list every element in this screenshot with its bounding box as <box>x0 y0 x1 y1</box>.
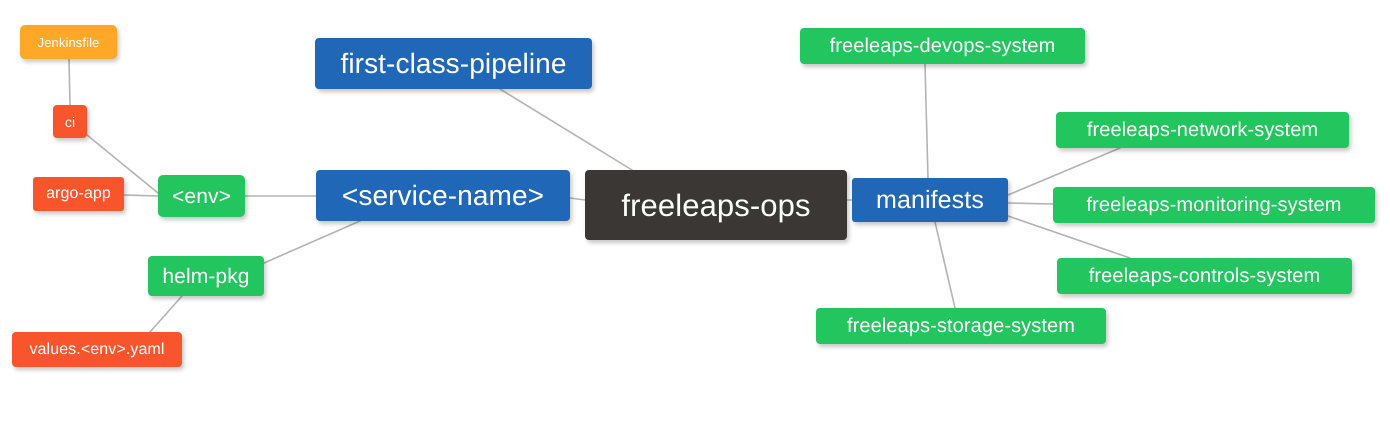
node-service-name[interactable]: <service-name> <box>316 170 570 221</box>
node-label: <env> <box>172 184 231 208</box>
node-label: freeleaps-controls-system <box>1088 265 1321 287</box>
node-label: manifests <box>876 185 984 214</box>
node-label: freeleaps-monitoring-system <box>1086 194 1342 216</box>
node-freeleaps-network-system[interactable]: freeleaps-network-system <box>1056 112 1349 148</box>
edge-jenkinsfile-to-ci <box>68 58 71 106</box>
node-values-yaml[interactable]: values.<env>.yaml <box>12 332 182 367</box>
node-label: ci <box>64 113 76 130</box>
node-freeleaps-ops[interactable]: freeleaps-ops <box>585 170 847 240</box>
node-label: first-class-pipeline <box>340 47 567 79</box>
node-freeleaps-devops-system[interactable]: freeleaps-devops-system <box>800 28 1085 64</box>
node-label: freeleaps-devops-system <box>829 35 1056 57</box>
node-ci[interactable]: ci <box>53 105 87 138</box>
node-label: argo-app <box>46 185 111 202</box>
node-label: values.<env>.yaml <box>29 340 165 358</box>
node-argo-app[interactable]: argo-app <box>33 177 124 211</box>
node-freeleaps-monitoring-system[interactable]: freeleaps-monitoring-system <box>1053 187 1375 223</box>
edge-service-name-to-freeleaps-ops <box>569 197 586 201</box>
node-env[interactable]: <env> <box>158 175 245 217</box>
edge-helm-pkg-to-service-name <box>263 220 361 264</box>
edge-manifests-to-freeleaps-storage-system <box>934 221 956 309</box>
edge-manifests-to-freeleaps-devops-system <box>924 63 929 179</box>
node-first-class-pipeline[interactable]: first-class-pipeline <box>315 38 592 89</box>
node-label: <service-name> <box>341 179 545 211</box>
node-freeleaps-controls-system[interactable]: freeleaps-controls-system <box>1057 258 1352 294</box>
node-label: freeleaps-storage-system <box>846 315 1076 337</box>
edge-first-class-pipeline-to-freeleaps-ops <box>499 88 633 171</box>
node-label: helm-pkg <box>162 264 250 288</box>
node-manifests[interactable]: manifests <box>852 178 1008 222</box>
node-jenkinsfile[interactable]: Jenkinsfile <box>20 25 117 59</box>
edge-values-yaml-to-helm-pkg <box>149 295 183 333</box>
node-label: Jenkinsfile <box>37 34 100 50</box>
edge-manifests-to-freeleaps-monitoring-system <box>1007 202 1054 205</box>
node-helm-pkg[interactable]: helm-pkg <box>148 256 264 296</box>
node-freeleaps-storage-system[interactable]: freeleaps-storage-system <box>816 308 1106 344</box>
node-label: freeleaps-ops <box>621 187 811 223</box>
edge-argo-app-to-env <box>123 194 159 197</box>
node-label: freeleaps-network-system <box>1086 119 1319 141</box>
